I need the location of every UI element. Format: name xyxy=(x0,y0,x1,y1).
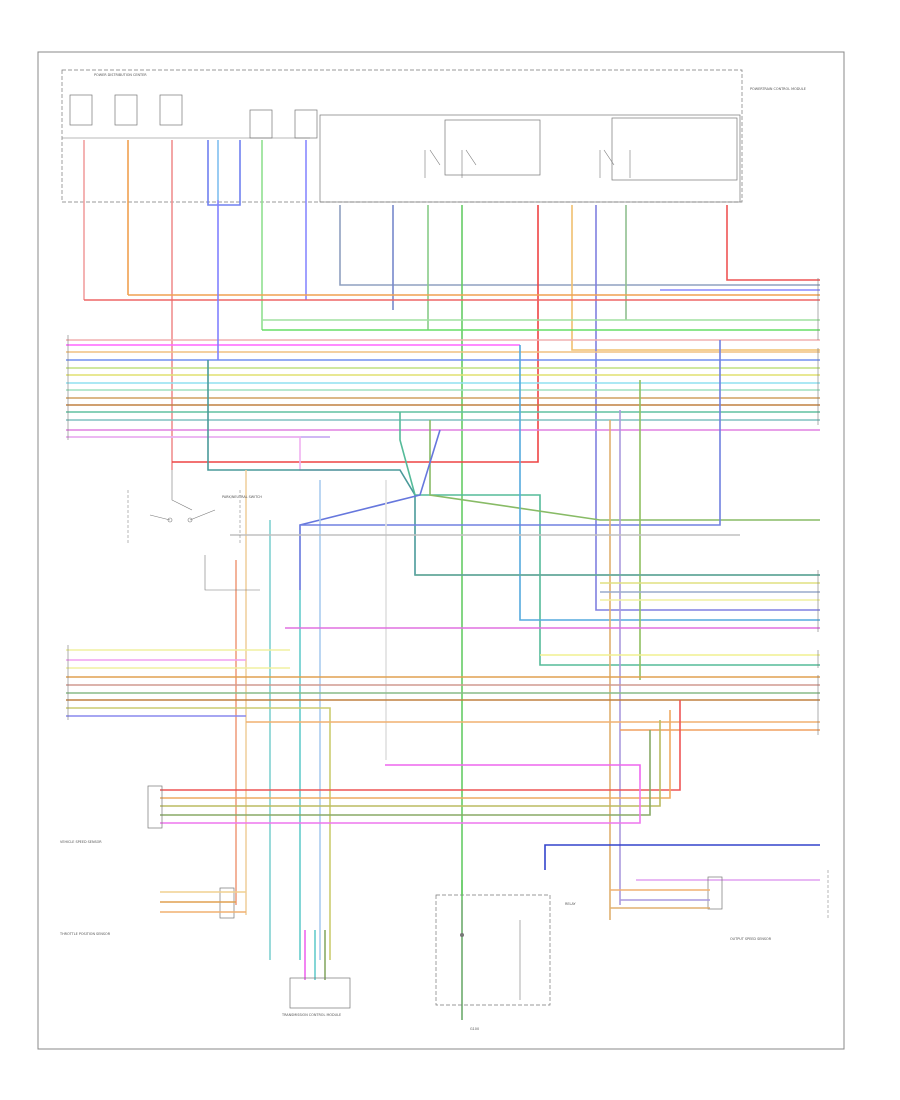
park-neutral-label: PARK/NEUTRAL SWITCH xyxy=(222,495,262,499)
relay-label: RELAY xyxy=(565,902,577,906)
transmission-module: TRANSMISSION CONTROL MODULE xyxy=(281,930,351,1017)
transmission-module-label: TRANSMISSION CONTROL MODULE xyxy=(281,1013,341,1017)
throttle-sensor-label: THROTTLE POSITION SENSOR xyxy=(59,932,111,936)
speed-sensor-connector: VEHICLE SPEED SENSOR THROTTLE POSITION S… xyxy=(59,785,246,936)
speed-sensor-label: VEHICLE SPEED SENSOR xyxy=(60,840,102,844)
power-distribution-box: POWER DISTRIBUTION CENTER POWERTRAIN CON… xyxy=(61,69,806,203)
sensor-bus xyxy=(160,700,820,881)
horizontal-bus-right-middle xyxy=(285,574,820,656)
pcm-label: POWERTRAIN CONTROL MODULE xyxy=(750,87,806,91)
ground-label: G100 xyxy=(470,1027,479,1031)
horizontal-bus-top xyxy=(66,289,820,438)
diagram-frame xyxy=(37,51,845,1050)
horizontal-bus-lower xyxy=(66,649,820,960)
power-box-label: POWER DISTRIBUTION CENTER xyxy=(94,73,147,77)
park-neutral-switch: PARK/NEUTRAL SWITCH xyxy=(127,470,262,591)
throttle-position-sensor: OUTPUT SPEED SENSOR xyxy=(610,870,829,941)
top-vertical-wires xyxy=(83,140,820,1020)
output-sensor-label: OUTPUT SPEED SENSOR xyxy=(730,937,772,941)
relay-box: RELAY G100 xyxy=(435,880,577,1031)
routing-wires-middle xyxy=(66,200,820,960)
